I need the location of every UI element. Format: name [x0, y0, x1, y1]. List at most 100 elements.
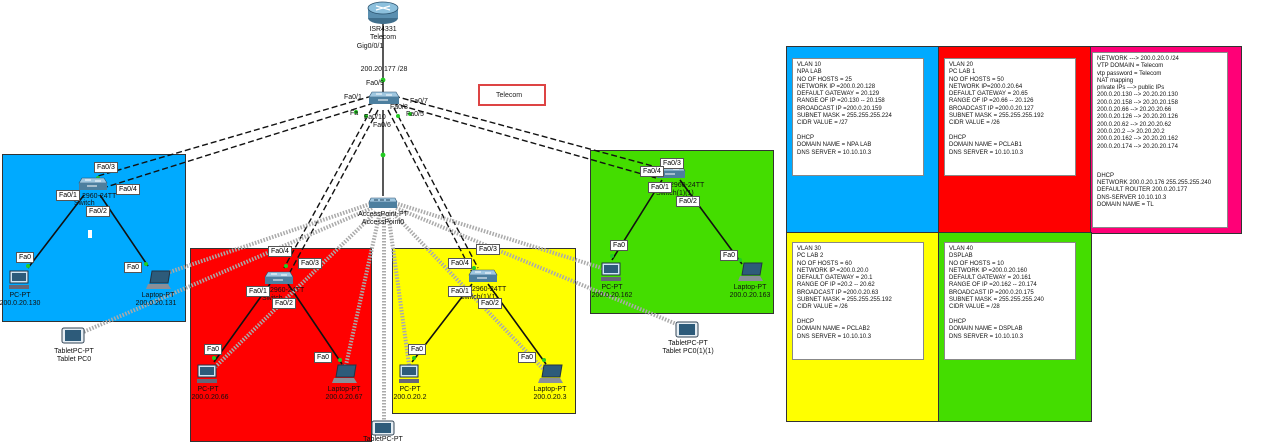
access-point-icon[interactable]	[368, 196, 398, 210]
core-switch-icon[interactable]	[368, 90, 400, 106]
blue-tablet-icon[interactable]	[60, 326, 86, 346]
note-line: NO OF HOSTS = 50	[949, 76, 1004, 83]
note-line: VLAN 10	[797, 62, 822, 68]
blue-port-fa02: Fa0/2	[86, 206, 110, 217]
note-line	[797, 312, 919, 319]
bottom-tablet-icon[interactable]	[370, 420, 396, 436]
blue-pc-icon[interactable]	[8, 270, 30, 290]
access-point-name: AccessPoint0	[361, 219, 405, 226]
blue-switch-icon[interactable]	[78, 176, 108, 192]
core-port-fa: Fa	[350, 110, 359, 117]
green-laptop-icon[interactable]	[738, 262, 764, 282]
note-line: DNS SERVER = 10.10.10.3	[797, 149, 872, 156]
green-pc-icon[interactable]	[600, 262, 622, 282]
red-pc-model: PC-PT	[197, 386, 219, 393]
green-pc-port: Fa0	[610, 240, 629, 251]
note-line: DHCP	[1097, 172, 1115, 179]
green-tablet-name: Tablet PC0(1)(1)	[662, 348, 714, 355]
green-tablet-model: TabletPC-PT	[668, 340, 708, 347]
note-line: CIDR VALUE = /27	[797, 120, 848, 127]
green-port-fa04: Fa0/4	[640, 166, 664, 177]
yellow-laptop-model: Laptop-PT	[533, 386, 567, 393]
red-pc-ip: 200.0.20.66	[191, 394, 229, 401]
core-port-fa05: Fa0/5	[406, 111, 424, 118]
green-pc-model: PC-PT	[601, 284, 623, 291]
red-port-fa01: Fa0/1	[246, 286, 270, 297]
trunk-core-red-b	[289, 109, 379, 273]
note-line: DOMAIN NAME = PCLAB2	[797, 326, 870, 333]
note-line	[1097, 165, 1223, 172]
red-switch-model: 2960-24TT	[270, 287, 305, 294]
blue-tablet-name: Tablet PC0	[56, 356, 92, 363]
note-line: NETWORK IP =200.0.20.0	[797, 267, 869, 274]
router-ip: 200.20.177 /28	[360, 66, 408, 73]
green-tablet-icon[interactable]	[674, 320, 700, 340]
yellow-switch-model: 2960-24TT	[472, 286, 507, 293]
green-switch-model: 2960-24TT	[670, 182, 705, 189]
red-port-fa03: Fa0/3	[298, 258, 322, 269]
trunk-core-green-a	[393, 95, 661, 169]
core-port-fa010: Fa0/10	[364, 114, 386, 121]
router-icon[interactable]	[366, 0, 400, 26]
yellow-pc-icon[interactable]	[398, 364, 420, 384]
yellow-switch-icon[interactable]	[468, 268, 498, 284]
note-line: DOMAIN NAME = NPA LAB	[797, 142, 872, 149]
note-line: RANGE OF IP =20.66 -- 20.126	[949, 98, 1034, 105]
red-laptop-icon[interactable]	[332, 364, 358, 384]
note-line: NETWORK IP=200.0.20.64	[949, 83, 1023, 90]
note-line: RANGE OF IP =20.130 -- 20.158	[797, 98, 885, 105]
telecom-label-box[interactable]: Telecom	[478, 84, 546, 106]
note-line: CIDR VALUE = /28	[949, 304, 1000, 311]
blue-tablet-model: TabletPC-PT	[54, 348, 94, 355]
blue-pc-port: Fa0	[16, 252, 35, 263]
blue-port-fa03: Fa0/3	[94, 162, 118, 173]
note-line	[949, 128, 1071, 135]
note-line: VTP DOMAIN = Telecom	[1097, 63, 1164, 70]
yellow-switch-name: Switch(1)(1)	[460, 294, 498, 302]
blue-laptop-icon[interactable]	[146, 270, 172, 290]
wifi-ap-blue-laptop	[151, 202, 371, 280]
note-line: NETWORK IP =200.0.20.160	[949, 267, 1028, 274]
blue-marker	[88, 230, 92, 238]
trunk-core-blue-a	[97, 95, 373, 177]
yellow-laptop-icon[interactable]	[538, 364, 564, 384]
note-line: DNS SERVER = 10.10.10.3	[949, 149, 1024, 156]
wifi-ap-tablet-blue	[73, 206, 373, 338]
note-line: DNS SERVER = 10.10.10.3	[949, 333, 1024, 340]
note-line: DHCP	[797, 318, 815, 325]
access-point-model: AccessPoint-PT	[358, 211, 408, 218]
blue-laptop-port: Fa0	[124, 262, 143, 273]
note-line: 200.0.20.174 --> 20.20.20.174	[1097, 143, 1178, 150]
red-switch-icon[interactable]	[264, 270, 294, 286]
note-line: NO OF HOSTS = 60	[797, 260, 852, 267]
note-line: NETWORK IP =200.0.20.128	[797, 83, 876, 90]
yellow-port-fa01: Fa0/1	[448, 286, 472, 297]
yellow-pc-port: Fa0	[408, 344, 427, 355]
yellow-laptop-ip: 200.0.20.3	[533, 394, 567, 401]
green-switch-name: Switch(1)(1)	[656, 190, 694, 197]
wifi-ap-green-pc	[397, 202, 609, 272]
note-line: PC LAB 2	[797, 253, 824, 260]
note-line: NETWORK 200.0.20.176 255.255.255.240	[1097, 180, 1212, 187]
core-port-fa01: Fa0/1	[344, 94, 362, 101]
core-port-fa06: Fa0/6	[373, 122, 391, 129]
note-line: NAT mapping	[1097, 77, 1134, 84]
link-red-pc	[213, 283, 271, 363]
blue-port-fa04: Fa0/4	[116, 184, 140, 195]
yellow-port-fa02: Fa0/2	[478, 298, 502, 309]
note-line: VLAN 40	[949, 246, 974, 252]
green-laptop-ip: 200.0.20.163	[729, 292, 771, 299]
note-line: NO OF HOSTS = 25	[797, 76, 852, 83]
wifi-ap-green-tablet	[395, 206, 687, 330]
note-line: BROADCAST IP =200.0.20.63	[797, 289, 879, 296]
wifi-ap-yellow-pc	[386, 211, 412, 373]
note-line: 200.0.20.162 --> 20.20.20.162	[1097, 136, 1178, 143]
red-pc-icon[interactable]	[196, 364, 218, 384]
